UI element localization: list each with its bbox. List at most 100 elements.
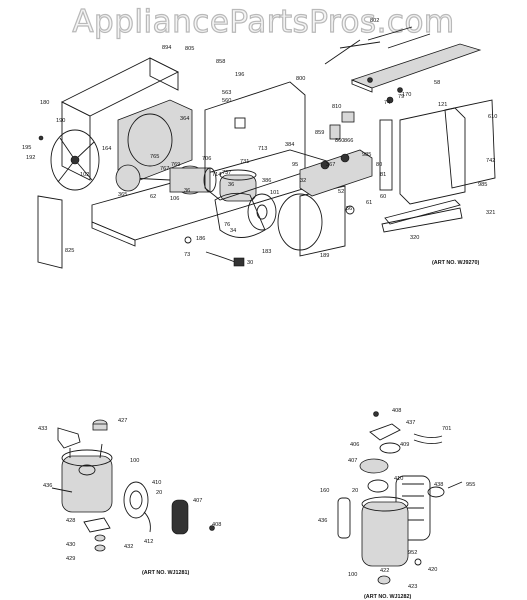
callout: 386 [262, 178, 271, 184]
compressor-body [361, 496, 409, 567]
condenser-fan-blade [50, 129, 100, 191]
callout: 52 [338, 189, 344, 195]
callout: 859 [315, 130, 324, 136]
callout: 955 [466, 482, 475, 488]
callout: 430 [66, 542, 75, 548]
callout: 410 [394, 476, 403, 482]
callout: 428 [66, 518, 75, 524]
art-number-left: (ART NO. WJ1281) [142, 570, 190, 576]
callout: 406 [350, 442, 359, 448]
callout: 121 [438, 102, 447, 108]
callout: 805 [185, 46, 194, 52]
bracket [369, 423, 401, 441]
clip [143, 511, 151, 533]
callout: 706 [202, 156, 211, 162]
callout: 436 [318, 518, 327, 524]
callout: 433 [38, 426, 47, 432]
callout: 76 [224, 222, 230, 228]
callout: 438 [434, 482, 443, 488]
terminal-cover [359, 458, 389, 474]
callout: 320 [410, 235, 419, 241]
watermark-logo: AppliancePartsPros.com [72, 3, 455, 40]
drain-cap [345, 205, 355, 215]
callout: 36 [228, 182, 234, 188]
callout: 195 [22, 145, 31, 151]
callout: 737 [222, 170, 231, 176]
callout: 186 [196, 236, 205, 242]
callout: 894 [162, 45, 171, 51]
callout: 106 [170, 196, 179, 202]
callout: 731 [240, 159, 249, 165]
grommet [379, 442, 401, 454]
tube [337, 497, 351, 539]
callout: 321 [486, 210, 495, 216]
air-filter [444, 99, 496, 189]
main-diagram: (ART NO. WJ9270) [37, 26, 496, 269]
callout: 100 [348, 572, 357, 578]
callout: 170 [402, 92, 411, 98]
base-plate [83, 517, 111, 533]
callout: 985 [362, 152, 371, 158]
condenser-coil [60, 57, 180, 181]
callout: 60 [380, 194, 386, 200]
callout: 407 [193, 498, 202, 504]
callout: 423 [408, 584, 417, 590]
callout: 183 [262, 249, 271, 255]
callout: 769 [171, 162, 180, 168]
callout: 858 [216, 59, 225, 65]
callout: 701 [442, 426, 451, 432]
overload-protector [171, 499, 189, 535]
callout: 422 [380, 568, 389, 574]
callout: 409 [400, 442, 409, 448]
callout: 34 [230, 228, 236, 234]
callout: 367 [326, 162, 335, 168]
callout: 101 [270, 190, 279, 196]
compressor-body [61, 443, 113, 513]
fan-motor [129, 165, 217, 195]
callout: 36 [184, 188, 190, 194]
callout: 610 [488, 114, 497, 120]
callout: 56 [346, 206, 352, 212]
callout: 95 [292, 162, 298, 168]
callout: 79 [398, 94, 404, 100]
callout: 30 [247, 260, 253, 266]
callout: 61 [366, 200, 372, 206]
callout: 190 [56, 118, 65, 124]
callout: 180 [40, 100, 49, 106]
callout: 81 [380, 172, 386, 178]
callout: 432 [124, 544, 133, 550]
callout: 765 [150, 154, 159, 160]
callout: 429 [66, 556, 75, 562]
callout: 408 [392, 408, 401, 414]
callout: 860 [335, 138, 344, 144]
callout: 196 [235, 72, 244, 78]
support-rail [384, 199, 461, 225]
callout: 866 [344, 138, 353, 144]
callout: 825 [65, 248, 74, 254]
compressor-diagram-right: (ART NO. WJ1282) 408 437 701 406 409 407… [318, 408, 475, 600]
callout: 713 [258, 146, 267, 152]
callout: 364 [180, 116, 189, 122]
callout: 100 [130, 458, 139, 464]
callout: 810 [332, 104, 341, 110]
callout: 767 [160, 166, 169, 172]
callout: 80 [376, 162, 382, 168]
callout: 62 [150, 194, 156, 200]
terminal-cover [123, 481, 149, 519]
callout: 560 [222, 98, 231, 104]
power-cord [205, 251, 236, 263]
art-number-right: (ART NO. WJ1282) [364, 594, 412, 600]
callout: 160 [320, 488, 329, 494]
callout: 32 [300, 178, 306, 184]
callout: 563 [222, 90, 231, 96]
callout: 20 [156, 490, 162, 496]
compressor-diagram-left: (ART NO. WJ1281) 427 433 100 436 410 20 … [38, 418, 221, 576]
callout: 436 [43, 483, 52, 489]
motor-mount [115, 164, 141, 192]
mount-bracket [57, 427, 81, 449]
callout: 742 [486, 158, 495, 164]
wire-harness [413, 433, 443, 445]
callout: 74 [384, 100, 390, 106]
callout: 952 [408, 550, 417, 556]
